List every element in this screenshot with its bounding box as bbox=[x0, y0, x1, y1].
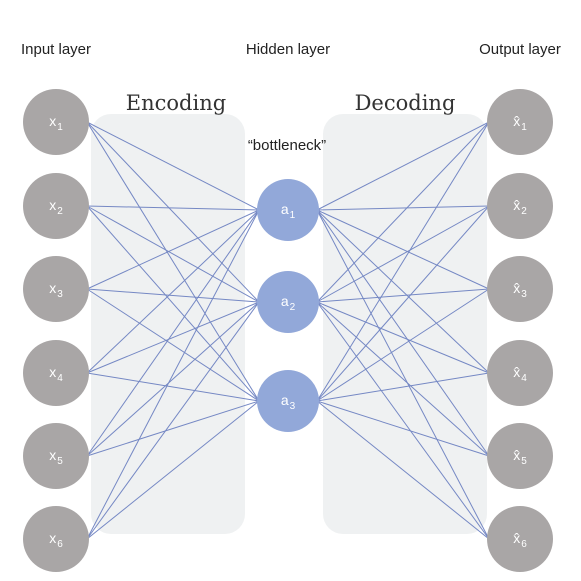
output-node-xhat2-circle bbox=[487, 173, 553, 239]
edge-x3-a3 bbox=[86, 288, 260, 402]
output-node-xhat5-label: x̂5 bbox=[513, 447, 527, 467]
edge-a2-xhat3 bbox=[316, 288, 490, 303]
edge-x1-a3 bbox=[86, 121, 260, 402]
input-node-x2-label: x2 bbox=[49, 197, 63, 217]
encoding-panel bbox=[91, 114, 245, 534]
input-node-x6-label: x6 bbox=[49, 530, 63, 550]
edge-x3-a1 bbox=[86, 209, 260, 290]
edge-a3-xhat6 bbox=[316, 400, 490, 540]
edge-a1-xhat4 bbox=[316, 209, 490, 374]
edge-a3-xhat2 bbox=[316, 205, 490, 402]
edge-a3-xhat3 bbox=[316, 288, 490, 402]
input-node-x2: x2 bbox=[23, 173, 89, 239]
input-node-x5: x5 bbox=[23, 423, 89, 489]
input-node-x6-circle bbox=[23, 506, 89, 572]
input-node-x4: x4 bbox=[23, 340, 89, 406]
output-node-xhat6-label: x̂6 bbox=[513, 530, 527, 550]
output-node-xhat1-circle bbox=[487, 89, 553, 155]
decoding-panel bbox=[323, 114, 487, 534]
edge-a1-xhat2 bbox=[316, 205, 490, 211]
edge-x3-a2 bbox=[86, 288, 260, 303]
hidden-node-a1: a1 bbox=[257, 179, 319, 241]
output-node-xhat2: x̂2 bbox=[487, 173, 553, 239]
output-layer-label: Output layer bbox=[479, 41, 561, 58]
edge-x1-a1 bbox=[86, 121, 260, 211]
output-node-xhat3: x̂3 bbox=[487, 256, 553, 322]
edge-a2-xhat1 bbox=[316, 121, 490, 303]
hidden-node-a1-circle bbox=[257, 179, 319, 241]
edge-a3-xhat1 bbox=[316, 121, 490, 402]
output-node-xhat6-circle bbox=[487, 506, 553, 572]
hidden-node-a2-label: a2 bbox=[281, 293, 296, 313]
edge-a1-xhat3 bbox=[316, 209, 490, 290]
input-node-x5-label: x5 bbox=[49, 447, 63, 467]
hidden-node-a3-circle bbox=[257, 370, 319, 432]
hidden-node-a1-label: a1 bbox=[281, 201, 296, 221]
edge-x2-a1 bbox=[86, 205, 260, 211]
encoding-label: Encoding bbox=[126, 91, 226, 115]
edge-x5-a1 bbox=[86, 209, 260, 457]
edge-x6-a2 bbox=[86, 301, 260, 540]
edge-a1-xhat1 bbox=[316, 121, 490, 211]
edge-x5-a3 bbox=[86, 400, 260, 457]
edge-a2-xhat4 bbox=[316, 301, 490, 374]
nodes: x1 x2 x3 x4 x5 x6 a1 a2 a3 x̂1 x̂2 x̂3 x̂4 x̂5 x̂6 bbox=[23, 89, 553, 572]
hidden-node-a3-label: a3 bbox=[281, 392, 296, 412]
hidden-node-a3: a3 bbox=[257, 370, 319, 432]
edge-x4-a1 bbox=[86, 209, 260, 374]
output-node-xhat5-circle bbox=[487, 423, 553, 489]
input-node-x6: x6 bbox=[23, 506, 89, 572]
edge-x6-a3 bbox=[86, 400, 260, 540]
input-node-x1-circle bbox=[23, 89, 89, 155]
edge-a1-xhat5 bbox=[316, 209, 490, 457]
edge-x5-a2 bbox=[86, 301, 260, 457]
edge-x4-a2 bbox=[86, 301, 260, 374]
edge-a2-xhat6 bbox=[316, 301, 490, 540]
edge-a2-xhat5 bbox=[316, 301, 490, 457]
hidden-node-a2-circle bbox=[257, 271, 319, 333]
edge-x2-a3 bbox=[86, 205, 260, 402]
input-node-x3: x3 bbox=[23, 256, 89, 322]
input-node-x1-label: x1 bbox=[49, 113, 63, 133]
decoding-label: Decoding bbox=[355, 91, 456, 115]
edge-x2-a2 bbox=[86, 205, 260, 303]
output-node-xhat3-label: x̂3 bbox=[513, 280, 527, 300]
output-node-xhat5: x̂5 bbox=[487, 423, 553, 489]
input-node-x3-label: x3 bbox=[49, 280, 63, 300]
input-node-x4-circle bbox=[23, 340, 89, 406]
output-node-xhat3-circle bbox=[487, 256, 553, 322]
input-node-x4-label: x4 bbox=[49, 364, 63, 384]
input-layer-label: Input layer bbox=[21, 41, 91, 58]
output-node-xhat2-label: x̂2 bbox=[513, 197, 527, 217]
bottleneck-label: “bottleneck” bbox=[248, 137, 326, 154]
connections bbox=[86, 121, 490, 540]
output-node-xhat4-circle bbox=[487, 340, 553, 406]
input-node-x5-circle bbox=[23, 423, 89, 489]
input-node-x1: x1 bbox=[23, 89, 89, 155]
output-node-xhat1-label: x̂1 bbox=[513, 113, 527, 133]
edge-x6-a1 bbox=[86, 209, 260, 540]
output-node-xhat1: x̂1 bbox=[487, 89, 553, 155]
edge-a1-xhat6 bbox=[316, 209, 490, 540]
hidden-node-a2: a2 bbox=[257, 271, 319, 333]
edge-x4-a3 bbox=[86, 372, 260, 402]
edge-x1-a2 bbox=[86, 121, 260, 303]
hidden-layer-label: Hidden layer bbox=[246, 41, 330, 58]
output-node-xhat4-label: x̂4 bbox=[513, 364, 527, 384]
output-node-xhat4: x̂4 bbox=[487, 340, 553, 406]
edge-a2-xhat2 bbox=[316, 205, 490, 303]
input-node-x3-circle bbox=[23, 256, 89, 322]
output-node-xhat6: x̂6 bbox=[487, 506, 553, 572]
edge-a3-xhat5 bbox=[316, 400, 490, 457]
input-node-x2-circle bbox=[23, 173, 89, 239]
edge-a3-xhat4 bbox=[316, 372, 490, 402]
